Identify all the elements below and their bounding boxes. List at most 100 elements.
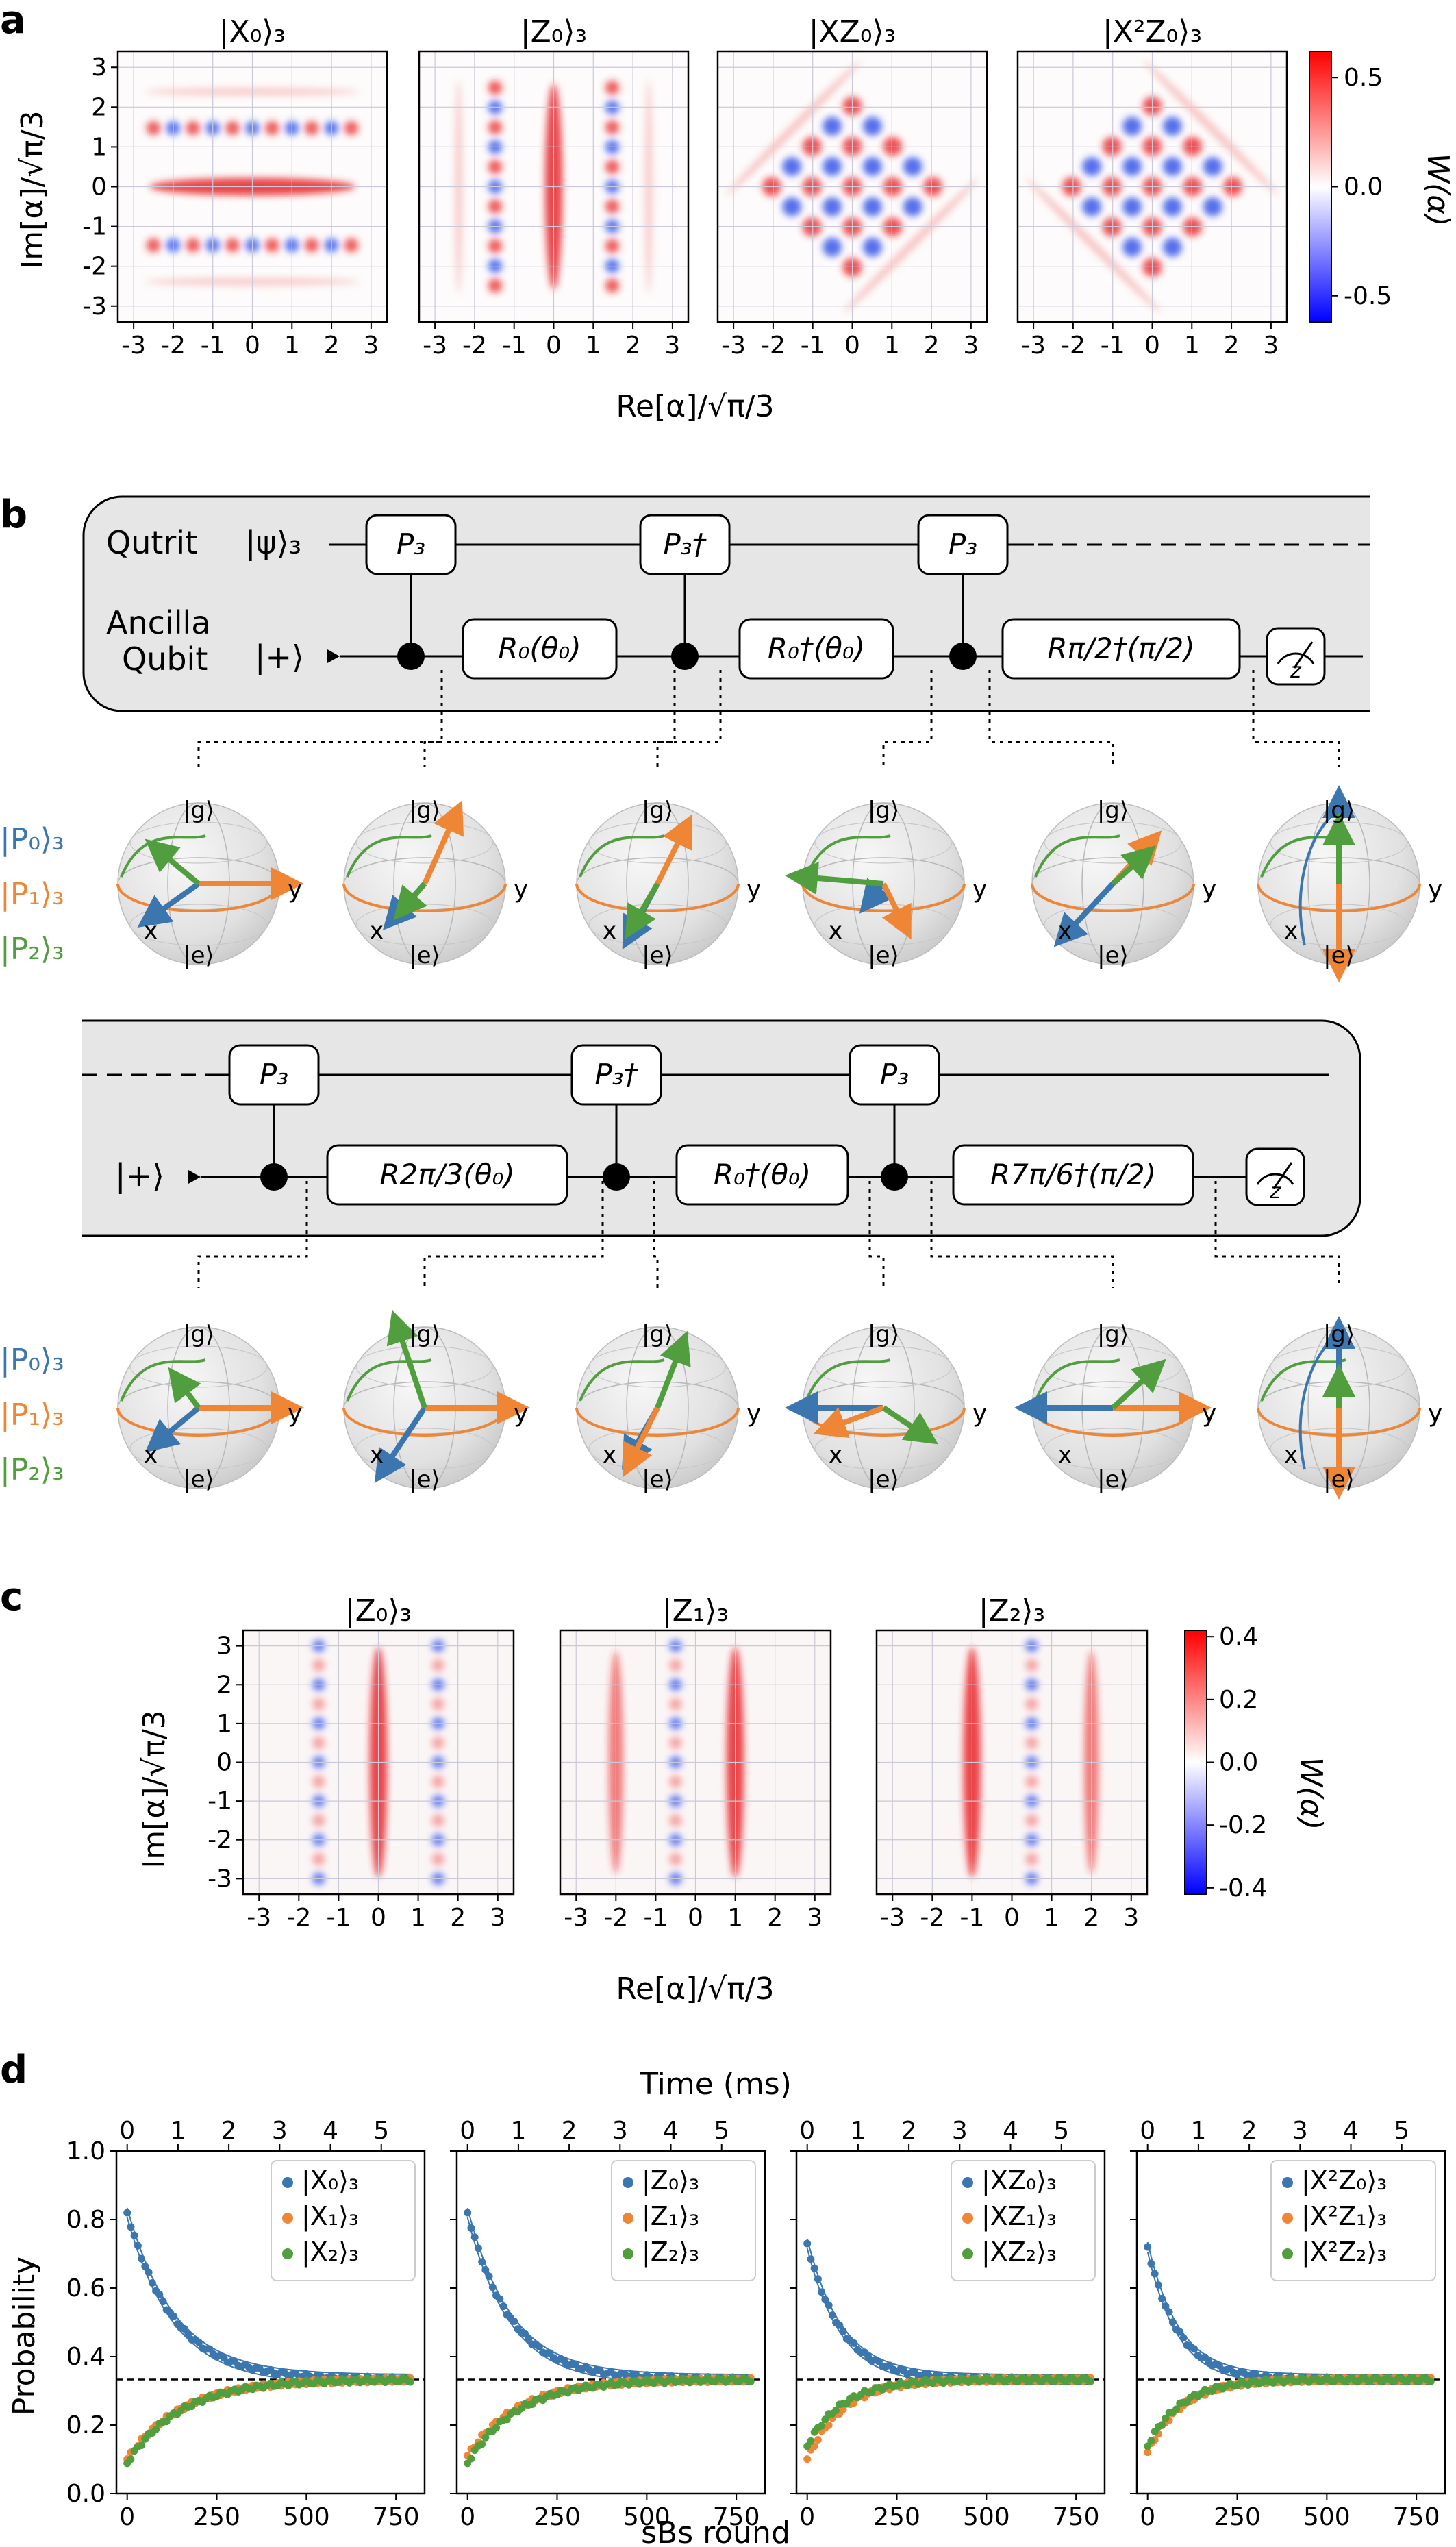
x-tick-label: -2	[286, 1904, 311, 1932]
x-tick-label: 500	[623, 2503, 670, 2531]
latitude	[814, 1428, 953, 1470]
green-trajectory	[1034, 834, 1120, 878]
gate-rpi2-dag-label: Rπ/2†(π/2)	[1047, 632, 1194, 665]
gate-top-b-1: P₃†	[570, 1044, 662, 1106]
latitude	[814, 821, 953, 864]
control-dot	[949, 643, 977, 670]
panel-label-b: b	[0, 493, 27, 537]
control-dot	[881, 1163, 908, 1191]
latitude	[1044, 1428, 1182, 1470]
blob	[488, 238, 503, 253]
x-tick-label: 750	[1393, 2503, 1440, 2531]
latitude	[1044, 904, 1182, 946]
map-title: |XZ₀⟩₃	[809, 14, 896, 49]
gate-top-2-box	[917, 514, 1009, 575]
x-tick-label: -1	[502, 332, 527, 360]
latitude	[588, 1428, 727, 1470]
top-tick-label: 4	[663, 2117, 679, 2145]
state-arrow	[813, 1405, 885, 1439]
x-tick-label: 250	[193, 2503, 240, 2531]
meridian	[1081, 802, 1144, 965]
blob	[605, 160, 620, 175]
blob	[605, 278, 620, 293]
dotted-connector	[868, 1181, 885, 1288]
blob	[344, 238, 359, 253]
legend-entry: |X²Z₂⟩₃	[1301, 2237, 1387, 2268]
gate-top-b-2-box	[849, 1044, 940, 1106]
legend-entry: |X²Z₀⟩₃	[1301, 2165, 1387, 2196]
y-tick-label: -3	[208, 1865, 232, 1893]
data-point	[406, 2378, 414, 2386]
label-x: x	[1058, 1441, 1072, 1469]
legend-marker	[962, 2248, 973, 2259]
top-tick-label: 0	[119, 2117, 135, 2145]
data-point	[821, 2415, 829, 2424]
x-tick-label: 0	[688, 1904, 703, 1932]
blob	[146, 238, 161, 253]
dotted-connector	[423, 1181, 604, 1288]
control-dot	[397, 643, 425, 670]
data-point	[1144, 2442, 1152, 2450]
state-arrow	[137, 881, 201, 928]
state-arrow	[625, 882, 660, 939]
y-tick-label: 3	[216, 1632, 232, 1661]
qutrit-label: Qutrit	[106, 524, 197, 561]
latitude	[355, 1428, 494, 1470]
legend-entry: |X₁⟩₃	[301, 2201, 359, 2232]
gate-r0-box	[462, 618, 618, 680]
legend-marker	[623, 2177, 633, 2188]
data-point	[162, 2418, 171, 2426]
dotted-connector	[423, 670, 676, 767]
blob	[802, 136, 822, 156]
blob	[146, 121, 161, 136]
data-point	[127, 2455, 135, 2463]
colorbar-tick-label: 0.2	[1219, 1686, 1258, 1714]
orange-trajectory	[1031, 883, 1195, 912]
gate-top-1-label: P₃†	[663, 527, 707, 561]
blob	[431, 1852, 444, 1866]
state-arrow	[168, 1367, 201, 1410]
legend-marker	[282, 2177, 293, 2188]
gate-r0-dag-box	[738, 618, 894, 680]
data-point	[832, 2407, 840, 2415]
data-point	[152, 2426, 160, 2434]
legend-entry: |X₀⟩₃	[301, 2165, 359, 2196]
x-tick-label: 250	[1214, 2503, 1261, 2531]
latitude	[814, 1345, 953, 1388]
blob	[1025, 1852, 1038, 1866]
x-tick-label: -3	[564, 1904, 588, 1932]
x-tick-label: -3	[121, 332, 146, 360]
map-title: |Z₁⟩₃	[662, 1593, 729, 1628]
x-tick-label: 2	[450, 1904, 466, 1932]
panel-a-colorbar-label: W(α)	[1420, 153, 1455, 227]
label-x: x	[144, 1441, 158, 1469]
data-point	[141, 2435, 149, 2443]
latitude	[588, 821, 727, 864]
data-point	[1144, 2448, 1152, 2457]
bloch-sphere: |g⟩|e⟩xy	[785, 1321, 987, 1493]
x-tick-label: -2	[603, 1904, 628, 1932]
label-e: |e⟩	[642, 1466, 673, 1493]
blob	[669, 1698, 682, 1711]
x-tick-label: -1	[326, 1904, 351, 1932]
x-tick-label: 250	[873, 2503, 920, 2531]
label-y: y	[1428, 875, 1442, 904]
gate-r2pi3-label: R2π/3(θ₀)	[379, 1158, 514, 1191]
legend-top: |P₂⟩₃	[0, 932, 64, 967]
label-e: |e⟩	[409, 942, 440, 969]
x-tick-label: 250	[534, 2503, 581, 2531]
blob	[1082, 157, 1102, 176]
label-g: |g⟩	[868, 797, 899, 824]
y-tick-label: 0	[216, 1749, 232, 1777]
state-arrow	[859, 878, 893, 914]
blob	[844, 178, 979, 313]
top-tick-label: 1	[170, 2117, 186, 2145]
orange-trajectory	[342, 1407, 507, 1437]
blob	[1102, 217, 1122, 237]
label-y: y	[288, 875, 302, 904]
label-y: y	[1202, 1400, 1216, 1428]
x-tick-label: 3	[490, 1904, 505, 1932]
gate-r2pi3: R2π/3(θ₀)	[326, 1144, 568, 1206]
label-x: x	[370, 917, 384, 945]
